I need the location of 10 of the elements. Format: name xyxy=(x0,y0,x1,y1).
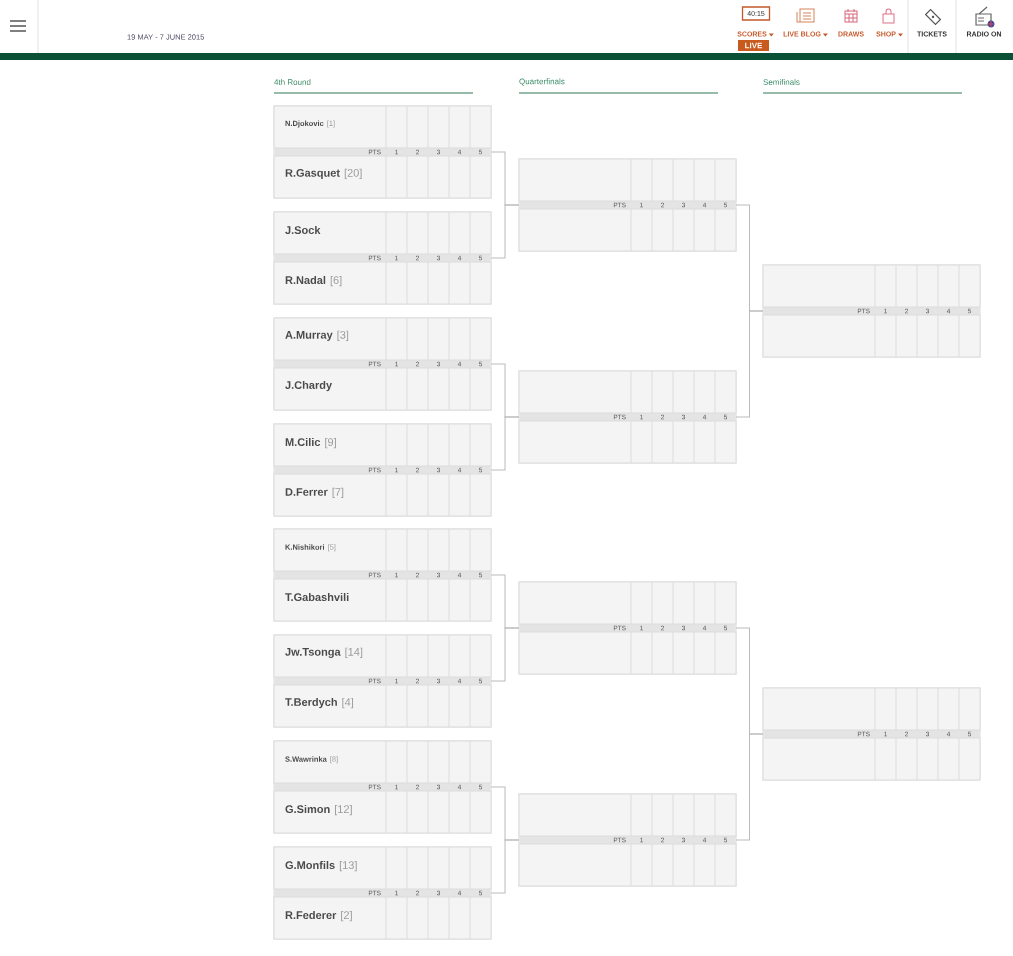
player-name: R.Federer xyxy=(285,911,337,920)
seed-number: [13] xyxy=(339,861,357,872)
round-heading: Quarterfinals xyxy=(519,78,565,86)
round-heading: Semifinals xyxy=(763,79,800,85)
player-name: G.Monfils xyxy=(285,861,335,870)
player-name: G.Simon xyxy=(285,805,330,814)
seed-number: [12] xyxy=(335,805,352,816)
seed-number: [2] xyxy=(341,911,352,922)
round-heading: 4th Round xyxy=(274,79,311,85)
live-tag: LIVE xyxy=(738,40,769,51)
